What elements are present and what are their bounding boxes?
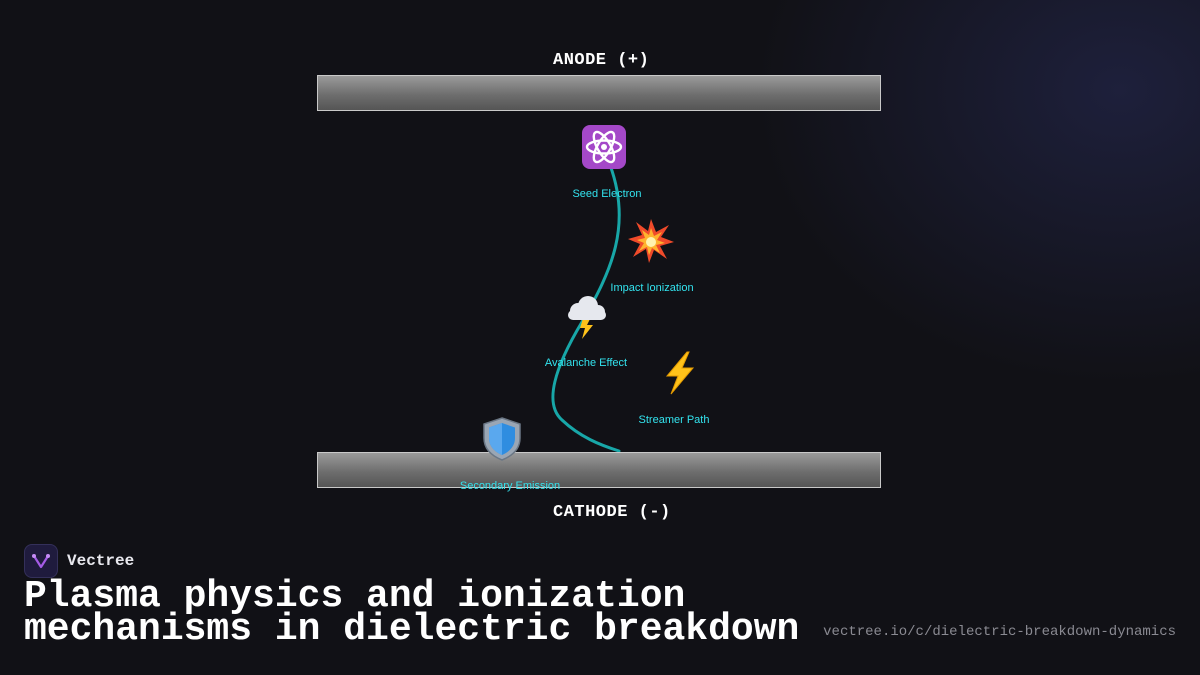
source-url: vectree.io/c/dielectric-breakdown-dynami… xyxy=(823,624,1176,640)
anode-label: ANODE (+) xyxy=(553,51,650,70)
cathode-label: CATHODE (-) xyxy=(553,503,671,522)
shield-icon xyxy=(478,415,526,463)
anode-plate xyxy=(317,75,881,111)
avalanche-effect-label: Avalanche Effect xyxy=(544,357,628,369)
streamer-path-label: Streamer Path xyxy=(638,414,710,426)
vectree-logo-icon xyxy=(24,544,58,578)
brand-name: Vectree xyxy=(67,552,135,570)
collision-icon xyxy=(627,217,675,265)
storm-cloud-icon xyxy=(562,293,610,341)
atom-icon xyxy=(580,123,628,171)
brand: Vectree xyxy=(24,544,134,578)
seed-electron-label: Seed Electron xyxy=(572,188,642,200)
cathode-plate xyxy=(317,452,881,488)
impact-ionization-label: Impact Ionization xyxy=(610,282,694,294)
secondary-emission-label: Secondary Emission xyxy=(459,480,561,492)
streamer-curve xyxy=(551,163,621,453)
page-title: Plasma physics and ionization mechanisms… xyxy=(24,575,800,651)
lightning-icon xyxy=(656,349,704,397)
